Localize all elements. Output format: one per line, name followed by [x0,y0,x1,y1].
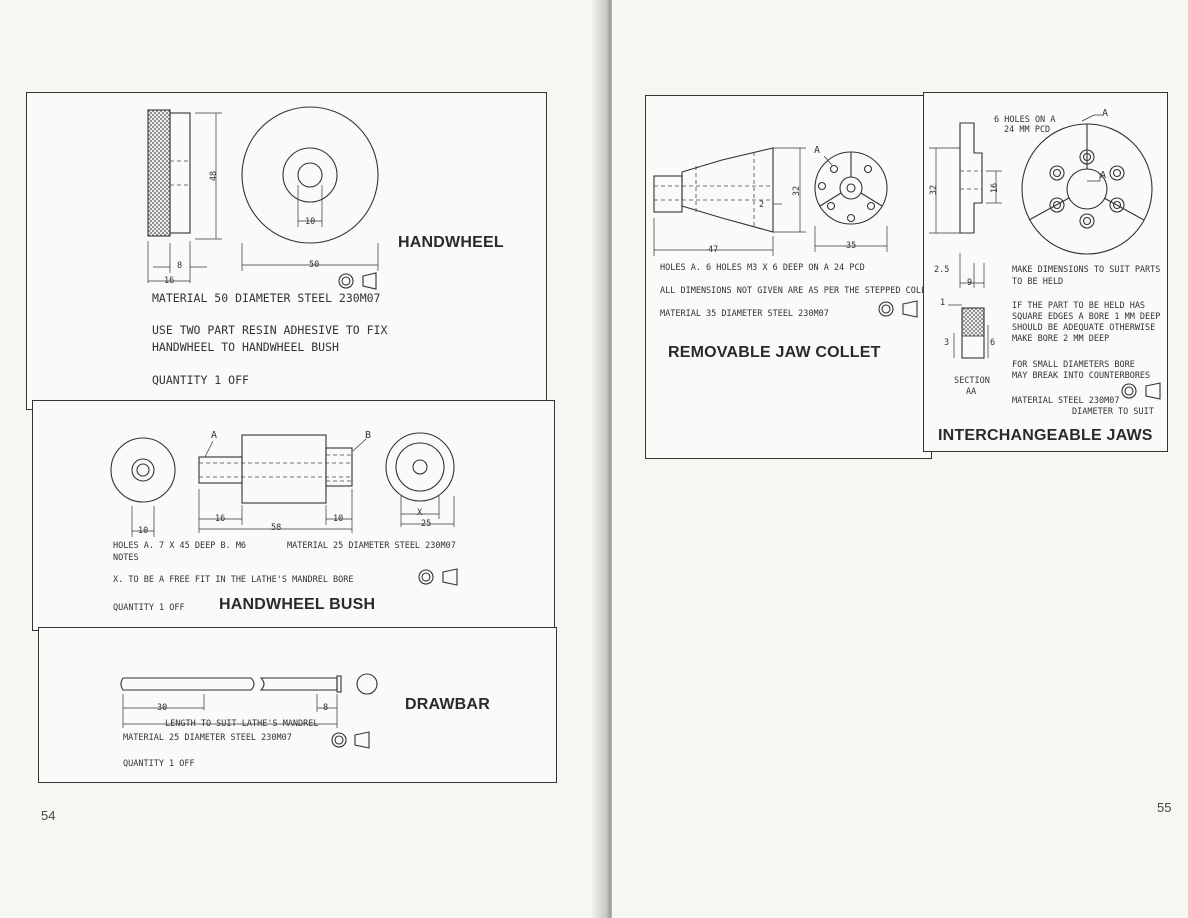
handwheel-quantity: QUANTITY 1 OFF [152,373,249,387]
collet-label-a: A [814,145,821,156]
drawbar-start-dim: 30 [157,703,168,713]
jaws-section-line2: AA [966,387,977,397]
jaws-panel: 6 HOLES ON A 24 MM PCD A A 32 16 2.5 9 1… [923,92,1168,452]
collet-diameter-dim: 35 [846,241,857,251]
bush-notes-label: NOTES [113,553,139,563]
handwheel-width-b-dim: 16 [164,276,175,286]
bush-end-dim: 10 [333,514,344,524]
collet-holes: HOLES A. 6 HOLES M3 X 6 DEEP ON A 24 PCD [660,263,865,273]
jaws-step-dim: 2.5 [934,265,950,275]
page-number-left: 54 [41,808,56,823]
bush-diameter-dim: 25 [421,519,432,529]
handwheel-bore-dim: 10 [305,217,316,227]
drawbar-end-dim: 8 [323,703,329,713]
jaws-note2-line1: IF THE PART TO BE HELD HAS [1012,301,1146,311]
collet-material: MATERIAL 35 DIAMETER STEEL 230M07 [660,309,829,319]
jaws-section-line1: SECTION [954,376,990,386]
jaws-inner-dim: 16 [990,182,1001,194]
collet-note: ALL DIMENSIONS NOT GIVEN ARE AS PER THE … [660,286,937,296]
bush-note-x: X. TO BE A FREE FIT IN THE LATHE'S MANDR… [113,575,354,585]
collet-panel: A 2 32 47 35 HOLES A. 6 HOLES M3 X 6 DEE… [645,95,936,459]
bush-label-b: B [365,430,372,441]
drawbar-material: MATERIAL 25 DIAMETER STEEL 230M07 [123,733,292,743]
left-page: 48 8 16 10 50 HANDWHEEL MATERIAL 50 DIAM… [26,92,557,823]
handwheel-width-a-dim: 8 [177,261,183,271]
bush-material: MATERIAL 25 DIAMETER STEEL 230M07 [287,541,456,551]
drawbar-drawing [120,673,378,749]
collet-drawing [653,147,918,318]
bush-fit-dim: X [417,508,423,518]
handwheel-height-dim: 48 [209,170,220,182]
collet-step-dim: 2 [759,200,765,210]
jaws-holes-line1: 6 HOLES ON A [994,115,1056,125]
collet-length-dim: 47 [708,245,719,255]
drawbar-quantity: QUANTITY 1 OFF [123,759,195,769]
jaws-note2-line3: SHOULD BE ADEQUATE OTHERWISE [1012,323,1156,333]
jaws-note1-line1: MAKE DIMENSIONS TO SUIT PARTS [1012,265,1161,275]
jaws-label-a-top: A [1102,108,1109,119]
bush-bore-dim: 10 [138,526,149,536]
handwheel-diameter-dim: 50 [309,260,320,270]
page-number-right: 55 [1157,800,1172,815]
drawbar-title: DRAWBAR [405,696,490,713]
handwheel-title: HANDWHEEL [398,234,504,251]
bush-quantity: QUANTITY 1 OFF [113,603,185,613]
collet-height-dim: 32 [792,185,803,197]
jaws-width-dim: 9 [967,278,973,288]
drawbar-panel: 30 8 LENGTH TO SUIT LATHE'S MANDREL MATE… [38,627,557,783]
handwheel-material: MATERIAL 50 DIAMETER STEEL 230M07 [152,291,381,305]
bush-holes: HOLES A. 7 X 45 DEEP B. M6 [113,541,247,551]
handwheel-panel: 48 8 16 10 50 HANDWHEEL MATERIAL 50 DIAM… [26,92,547,410]
jaws-note1-line2: TO BE HELD [1012,277,1064,287]
jaws-section-w-dim: 1 [940,298,946,308]
jaws-note2-line2: SQUARE EDGES A BORE 1 MM DEEP [1012,312,1161,322]
jaws-note3-line1: FOR SMALL DIAMETERS BORE [1012,360,1135,370]
drawbar-length-dim: LENGTH TO SUIT LATHE'S MANDREL [165,719,319,729]
jaws-material-line1: MATERIAL STEEL 230M07 [1012,396,1120,406]
bush-shoulder-dim: 16 [215,514,226,524]
jaws-label-a-center: A [1100,170,1107,181]
handwheel-bush-panel: A B 10 16 58 10 X 25 HOLES A. 7 X 45 DEE… [32,400,555,631]
handwheel-drawing [147,106,379,290]
jaws-note3-line2: MAY BREAK INTO COUNTERBORES [1012,371,1151,381]
jaws-section-h1-dim: 3 [944,338,950,348]
jaws-holes-line2: 24 MM PCD [1004,125,1051,135]
handwheel-note-line2: HANDWHEEL TO HANDWHEEL BUSH [152,340,339,354]
jaws-drawing [929,114,1161,400]
jaws-section-h2-dim: 6 [990,338,996,348]
handwheel-note-line1: USE TWO PART RESIN ADHESIVE TO FIX [152,323,388,337]
handwheel-bush-drawing [110,432,458,586]
handwheel-bush-title: HANDWHEEL BUSH [219,596,376,613]
jaws-note2-line4: MAKE BORE 2 MM DEEP [1012,334,1110,344]
bush-length-dim: 58 [271,523,282,533]
collet-title: REMOVABLE JAW COLLET [668,344,881,361]
bush-label-a: A [211,430,218,441]
jaws-title: INTERCHANGEABLE JAWS [938,427,1153,444]
jaws-height-dim: 32 [929,184,940,196]
right-page: A 2 32 47 35 HOLES A. 6 HOLES M3 X 6 DEE… [612,0,1188,918]
jaws-material-line2: DIAMETER TO SUIT [1072,407,1154,417]
